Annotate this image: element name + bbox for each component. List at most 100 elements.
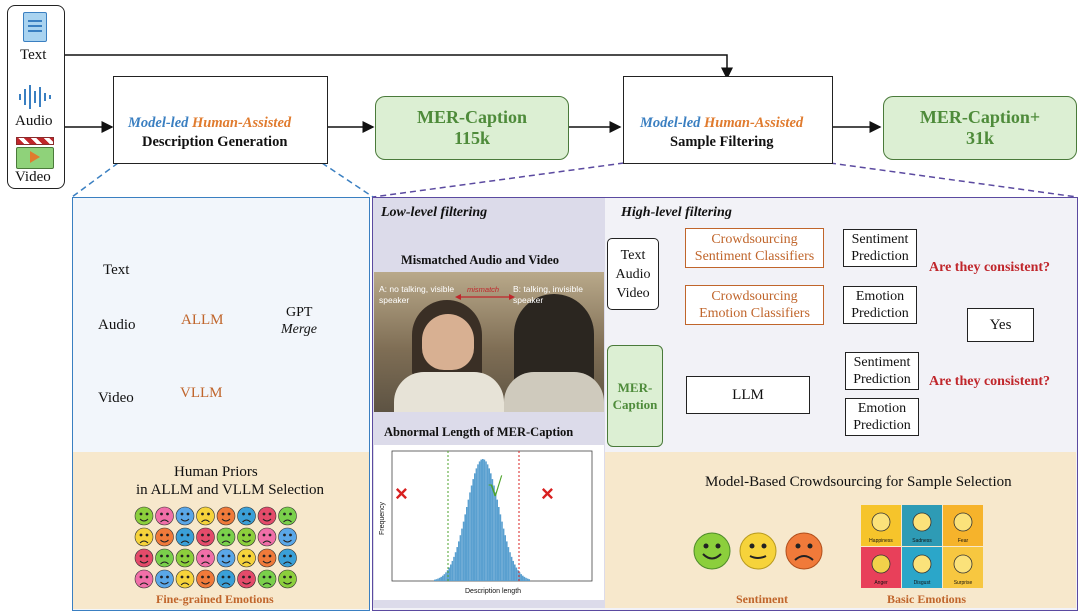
emoji-eye <box>160 512 163 516</box>
crowd-emotion-box: Crowdsourcing Emotion Classifiers <box>685 285 824 325</box>
hist-bar <box>491 479 494 581</box>
emoji-eye <box>289 533 292 537</box>
human-assisted-label-2: Human-Assisted <box>704 115 804 131</box>
sent-pred-2-line1: Sentiment <box>853 355 911 370</box>
hist-bar <box>451 560 454 581</box>
mer-caption-box: MER-Caption 115k <box>375 96 569 160</box>
emoji-mouth <box>283 561 292 565</box>
emoji-eye <box>289 575 292 579</box>
emoji-face-icon <box>257 569 277 589</box>
low-level-title: Low-level filtering <box>381 205 488 220</box>
hist-bar <box>488 468 490 581</box>
sad-face-icon <box>785 532 823 570</box>
hist-bar <box>440 576 442 581</box>
input-text-label: Text <box>20 47 47 63</box>
emoji-eye <box>201 575 204 579</box>
emoji-eye <box>145 575 149 579</box>
emoji-face-icon <box>257 548 277 568</box>
hist-bar <box>459 535 462 581</box>
emoji-mouth <box>242 519 251 523</box>
emoji-face-icon <box>257 506 277 526</box>
model-led-label-2: Model-led <box>640 115 701 131</box>
emoji-face-icon <box>278 506 297 526</box>
hist-bar <box>499 514 502 581</box>
description-generation-title: Description Generation <box>142 134 288 150</box>
emoji-face-icon <box>237 506 256 526</box>
emotion-face-icon <box>912 512 932 532</box>
emotion-face-icon <box>871 554 891 574</box>
emoji-mouth <box>180 560 190 564</box>
mer-caption-plus-name: MER-Caption+ <box>919 107 1041 127</box>
emoji-eye <box>160 554 163 558</box>
video-clapper-icon <box>16 137 54 169</box>
hist-bar <box>482 459 484 581</box>
hist-bar <box>456 547 458 581</box>
emoji-eye <box>166 512 169 516</box>
emoji-eye <box>145 554 149 558</box>
hist-bar <box>509 552 511 581</box>
hist-bar <box>442 575 444 581</box>
emoji-face-icon <box>175 527 195 547</box>
emoji-eye <box>227 512 231 516</box>
emoji-eye <box>207 533 210 537</box>
hist-cross-right: × <box>541 481 554 506</box>
hist-bar <box>493 485 495 581</box>
hist-bar <box>520 574 522 581</box>
emoji-eye <box>180 533 184 537</box>
emoji-mouth <box>262 560 272 564</box>
emotion-face-icon <box>871 512 891 532</box>
crowd-sentiment-box: Crowdsourcing Sentiment Classifiers <box>685 228 824 268</box>
hist-bar <box>472 479 474 581</box>
emoji-eye <box>186 512 190 516</box>
emoji-face-icon <box>134 548 154 568</box>
emoji-eye <box>227 533 231 537</box>
emoji-face-icon <box>155 569 174 589</box>
hist-cross-left: × <box>395 481 408 506</box>
hist-bar <box>443 574 446 581</box>
consistency-question-1: Are they consistent? <box>929 260 1051 275</box>
hist-bar <box>523 576 526 581</box>
emoji-eye <box>160 575 163 579</box>
emoji-eye <box>262 533 266 537</box>
hist-bar <box>480 459 482 581</box>
hist-bar <box>466 507 468 581</box>
happy-face-icon <box>693 532 731 570</box>
emoji-mouth <box>221 518 231 522</box>
emoji-eye <box>283 554 286 558</box>
hist-bar <box>462 521 465 581</box>
emoji-mouth <box>201 581 210 585</box>
hist-bar <box>496 499 498 581</box>
hist-bar <box>515 567 518 581</box>
sample-filtering-box: Model-led Human-Assisted Sample Filterin… <box>623 76 833 164</box>
emoji-face-icon <box>155 527 174 547</box>
emoji-face-icon <box>278 569 297 589</box>
hist-bar <box>507 547 510 581</box>
emotion-face-icon <box>912 554 932 574</box>
sentiment-prediction-box-1: Sentiment Prediction <box>843 229 917 267</box>
model-led-label: Model-led <box>128 115 189 131</box>
hist-bar <box>512 560 514 581</box>
emoji-eye <box>242 554 245 558</box>
emotion-prediction-box-1: Emotion Prediction <box>843 286 917 324</box>
emoji-eye <box>268 533 272 537</box>
hist-bar <box>438 577 441 581</box>
left-audio-label: Audio <box>98 317 136 333</box>
emoji-eye <box>180 575 184 579</box>
emoji-eye <box>186 533 190 537</box>
emoji-face-icon <box>134 569 154 589</box>
emoji-face-icon <box>155 548 174 568</box>
yes-label: Yes <box>989 316 1012 333</box>
emoji-face-icon <box>134 527 154 547</box>
hist-bar <box>474 473 476 581</box>
emoji-face-icon <box>196 548 215 568</box>
fine-grained-emotions-label: Fine-grained Emotions <box>156 592 274 606</box>
emoji-face-icon <box>278 548 297 568</box>
emoji-eye <box>139 554 143 558</box>
emoji-eye <box>166 575 169 579</box>
emoji-eye <box>201 554 204 558</box>
hist-bar <box>464 514 466 581</box>
emo-pred-1-line2: Prediction <box>851 306 909 321</box>
emoji-eye <box>289 512 292 516</box>
emoji-mouth <box>283 581 292 585</box>
